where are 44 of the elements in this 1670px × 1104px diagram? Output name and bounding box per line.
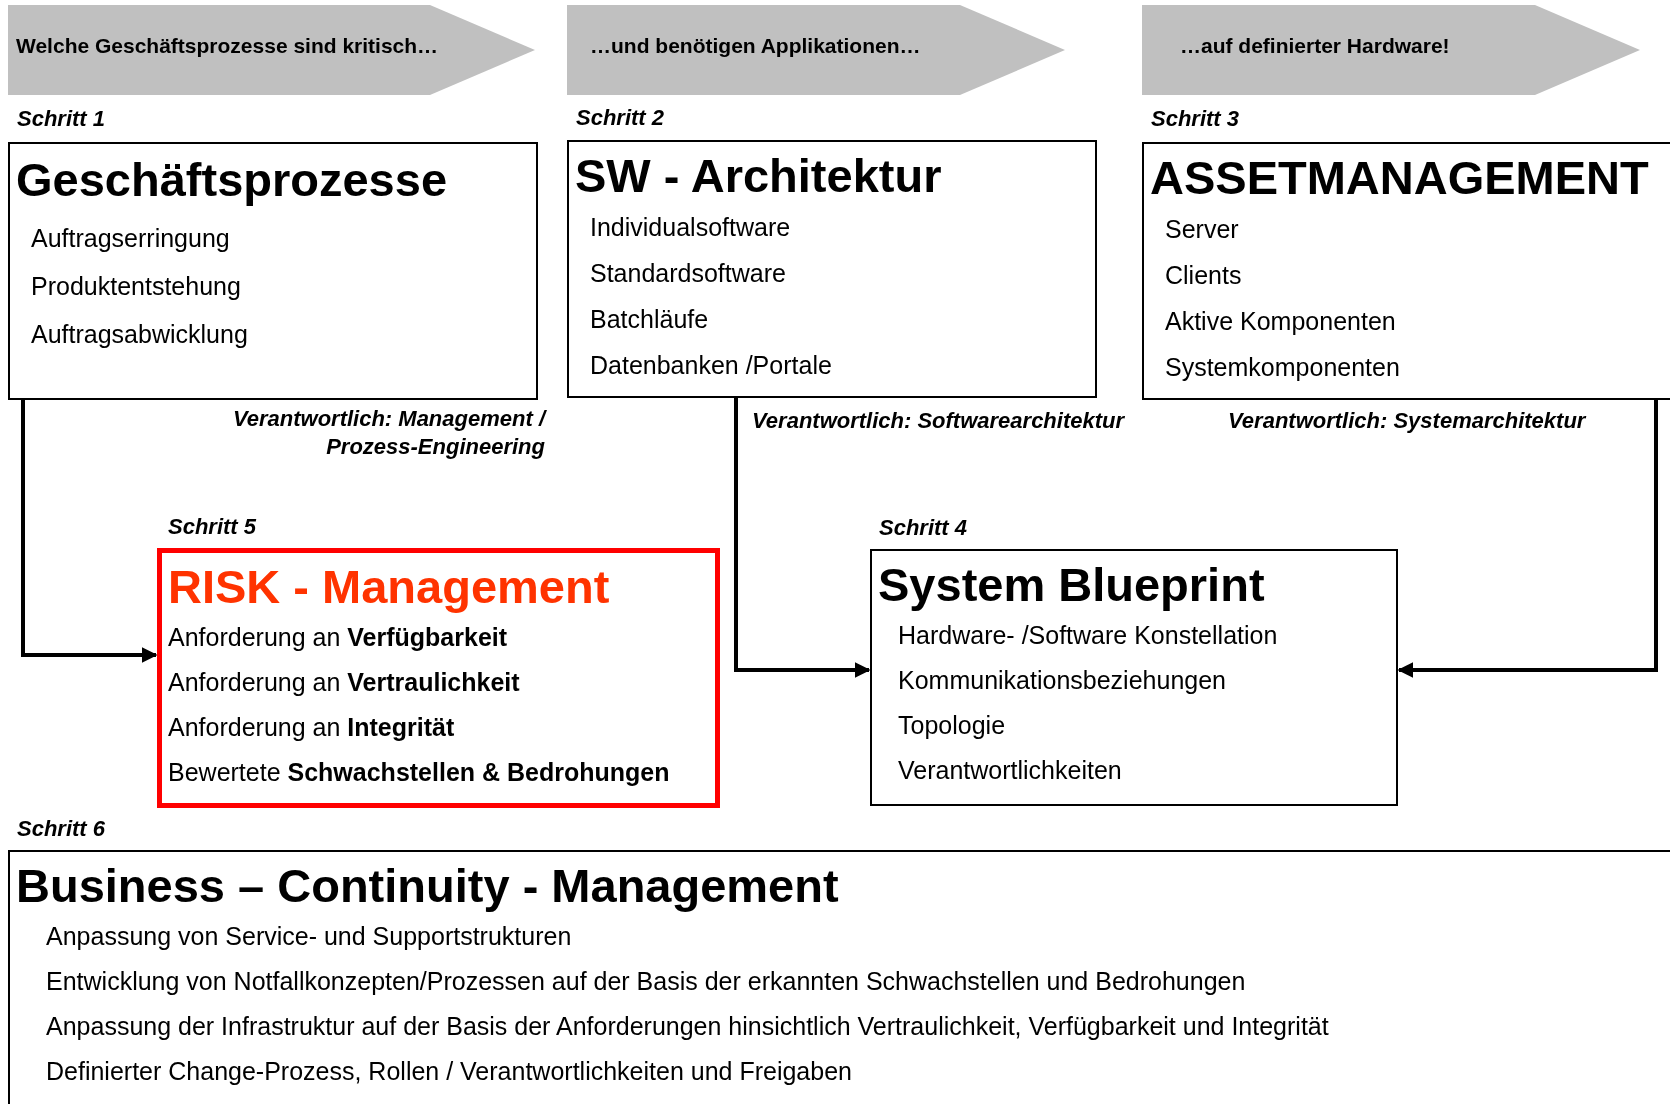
list-item: Bewertete Schwachstellen & Bedrohungen (168, 757, 670, 788)
step-label: Schritt 6 (17, 816, 106, 842)
list-item: Kommunikationsbeziehungen (898, 665, 1226, 696)
step-label: Schritt 2 (576, 105, 665, 131)
responsibility-note: Verantwortlich: Management / Prozess-Engineering (231, 405, 545, 461)
box-heading: System Blueprint (878, 557, 1265, 613)
box-heading: RISK - Management (168, 559, 610, 615)
step-label: Schritt 4 (879, 515, 968, 541)
responsibility-note: Verantwortlich: Softwarearchitektur (752, 407, 1126, 435)
list-item: Verantwortlichkeiten (898, 755, 1122, 786)
step-label: Schritt 5 (168, 514, 257, 540)
box-heading: Geschäftsprozesse (16, 152, 448, 208)
list-item: Clients (1165, 260, 1242, 291)
list-item: Server (1165, 214, 1239, 245)
list-item: Anpassung von Service- und Supportstrukturen (46, 921, 572, 952)
list-item: Auftragsabwicklung (31, 319, 248, 350)
banner-text: Welche Geschäftsprozesse sind kritisch… (16, 33, 439, 59)
list-item: Anforderung an Verfügbarkeit (168, 622, 508, 653)
list-item: Anforderung an Vertraulichkeit (168, 667, 520, 698)
box-heading: ASSETMANAGEMENT (1150, 150, 1649, 206)
list-item: Datenbanken /Portale (590, 350, 832, 381)
arrow (734, 398, 871, 678)
step-label: Schritt 1 (17, 106, 106, 132)
list-item: Produktentstehung (31, 271, 241, 302)
box-heading: Business – Continuity - Management (16, 858, 839, 914)
box-heading: SW - Architektur (575, 148, 942, 204)
list-item: Hardware- /Software Konstellation (898, 620, 1278, 651)
arrow (1397, 400, 1658, 678)
list-item: Entwicklung von Notfallkonzepten/Prozessen auf der Basis der erkannten Schwachstellen und Bedrohungen (46, 966, 1246, 997)
arrow (21, 400, 158, 663)
list-item: Batchläufe (590, 304, 709, 335)
list-item: Aktive Komponenten (1165, 306, 1396, 337)
list-item: Auftragserringung (31, 223, 230, 254)
list-item: Definierter Change-Prozess, Rollen / Verantwortlichkeiten und Freigaben (46, 1056, 852, 1087)
list-item: Topologie (898, 710, 1006, 741)
banner-text: …und benötigen Applikationen… (590, 33, 921, 59)
banner-text: …auf definierter Hardware! (1180, 33, 1450, 59)
responsibility-note: Verantwortlich: Systemarchitektur (1228, 407, 1588, 435)
list-item: Anpassung der Infrastruktur auf der Basis der Anforderungen hinsichtlich Vertraulichkeit, Verfügbarkeit und Integrität (46, 1011, 1329, 1042)
list-item: Systemkomponenten (1165, 352, 1400, 383)
step-label: Schritt 3 (1151, 106, 1240, 132)
list-item: Individualsoftware (590, 212, 791, 243)
list-item: Anforderung an Integrität (168, 712, 455, 743)
list-item: Standardsoftware (590, 258, 786, 289)
